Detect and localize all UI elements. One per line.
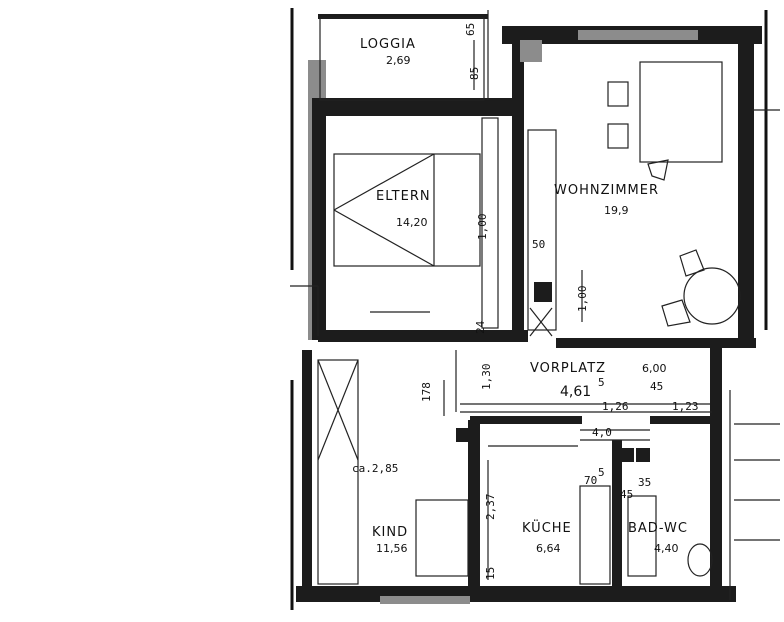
room-area-eltern: 14,20 <box>396 216 428 229</box>
dim-100b: 1,00 <box>576 286 589 313</box>
dim-85: 85 <box>468 67 481 80</box>
dim-45b: 45 <box>620 488 633 501</box>
room-name-eltern: ELTERN <box>376 189 431 204</box>
dim-65: 65 <box>464 23 477 36</box>
room-area-kind: 11,56 <box>376 542 408 555</box>
walls <box>296 14 762 604</box>
room-area-wohnzimmer: 19,9 <box>604 204 629 217</box>
dim-461: 4,61 <box>560 384 591 400</box>
dim-35: 35 <box>638 476 651 489</box>
dim-24: 24 <box>474 320 487 334</box>
dim-285: ca.2,85 <box>352 462 398 475</box>
room-name-wohnzimmer: WOHNZIMMER <box>554 183 659 198</box>
dim-237: 2,37 <box>484 494 497 521</box>
dim-178: 178 <box>420 382 433 402</box>
room-area-loggia: 2,69 <box>386 54 411 67</box>
room-name-loggia: LOGGIA <box>360 37 416 52</box>
room-name-bad: BAD-WC <box>628 521 688 536</box>
dim-100a: 1,00 <box>476 214 489 241</box>
plan-details <box>290 8 780 610</box>
room-name-kind: KIND <box>372 525 408 540</box>
room-name-kueche: KÜCHE <box>522 519 572 536</box>
dim-50: 50 <box>532 238 545 251</box>
dimension-labels: 65 85 1,00 50 1,00 24 1,30 178 4,61 5 45… <box>352 23 699 580</box>
room-area-vorplatz: 6,00 <box>642 362 667 375</box>
room-area-bad: 4,40 <box>654 542 679 555</box>
dim-70: 70 <box>584 474 597 487</box>
dim-461-sup: 5 <box>598 376 605 389</box>
dim-123: 1,23 <box>672 400 699 413</box>
room-labels: LOGGIA 2,69 ELTERN 14,20 WOHNZIMMER 19,9… <box>360 37 688 555</box>
dim-4-0: 4,0 <box>592 426 612 439</box>
dim-45: 45 <box>650 380 663 393</box>
dim-126: 1,26 <box>602 400 629 413</box>
dim-70-sup: 5 <box>598 466 605 479</box>
dim-130: 1,30 <box>480 364 493 391</box>
dim-15: 15 <box>484 567 497 580</box>
room-name-vorplatz: VORPLATZ <box>530 361 606 376</box>
room-area-kueche: 6,64 <box>536 542 561 555</box>
